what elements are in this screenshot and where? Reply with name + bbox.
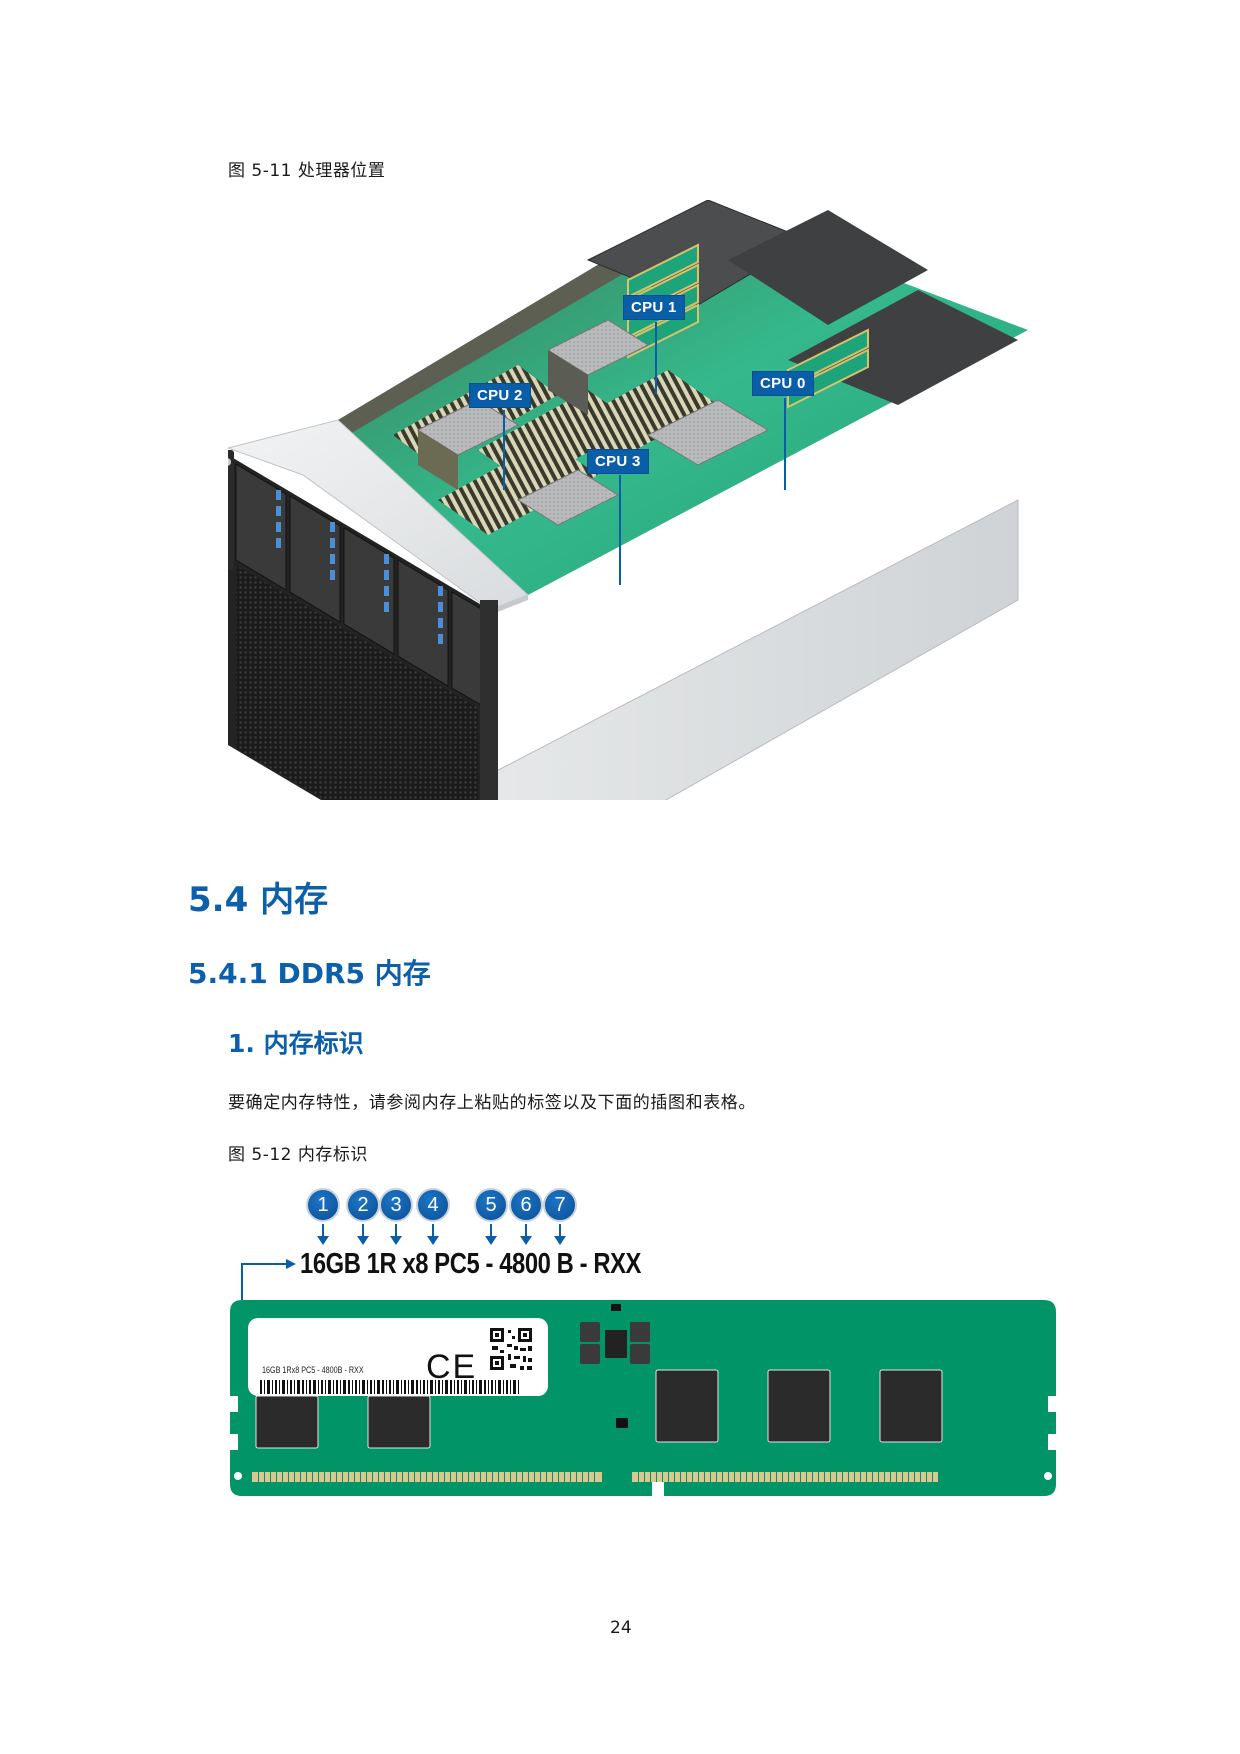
cpu2-leader-line xyxy=(503,410,505,490)
ddr5-dimm-module xyxy=(230,1300,1056,1496)
callout-3: 3 xyxy=(379,1188,413,1222)
callout-7: 7 xyxy=(543,1188,577,1222)
server-chassis-illustration xyxy=(220,199,1028,910)
ce-mark: CE xyxy=(426,1348,478,1386)
intro-paragraph: 要确定内存特性，请参阅内存上粘贴的标签以及下面的插图和表格。 xyxy=(228,1093,756,1113)
dimm-sticker xyxy=(248,1318,548,1396)
cpu2-label: CPU 2 xyxy=(470,384,530,407)
cpu3-label: CPU 3 xyxy=(588,450,648,473)
cpu1-label: CPU 1 xyxy=(624,296,684,319)
callout-6: 6 xyxy=(509,1188,543,1222)
section-heading-5-4-1: 5.4.1 DDR5 内存 xyxy=(188,957,431,990)
callout-3-arrow xyxy=(390,1224,402,1245)
callout-5-arrow xyxy=(485,1224,497,1245)
subsection-heading-memory-id: 1. 内存标识 xyxy=(228,1029,364,1058)
page-number: 24 xyxy=(610,1618,632,1638)
front-ear-left xyxy=(220,450,234,570)
section-heading-5-4: 5.4 内存 xyxy=(188,880,329,920)
callout-4: 4 xyxy=(416,1188,450,1222)
cpu0-label: CPU 0 xyxy=(753,372,813,395)
qr-code xyxy=(490,1328,532,1370)
figure-caption-5-12: 图 5-12 内存标识 xyxy=(228,1145,368,1165)
figure-caption-5-11: 图 5-11 处理器位置 xyxy=(228,161,386,181)
cpu3-leader-line xyxy=(619,475,621,585)
callout-6-arrow xyxy=(520,1224,532,1245)
cpu1-leader-line xyxy=(655,322,657,394)
callout-7-arrow xyxy=(554,1224,566,1245)
callout-2-arrow xyxy=(357,1224,369,1245)
callout-5: 5 xyxy=(474,1188,508,1222)
sticker-label-text: 16GB 1Rx8 PC5 - 4800B - RXX xyxy=(262,1365,364,1375)
callout-1-arrow xyxy=(317,1224,329,1245)
dimm-label-string: 16GB 1R x8 PC5 - 4800 B - RXX xyxy=(300,1248,642,1280)
server-processor-location-figure: CPU 1 CPU 2 CPU 0 CPU 3 xyxy=(220,199,1058,910)
cpu0-leader-line xyxy=(784,398,786,490)
callout-4-arrow xyxy=(427,1224,439,1245)
dimm-label-figure: 1 2 3 4 5 6 7 16GB 1R x8 PC5 - 4800 B - … xyxy=(228,1180,1058,1500)
callout-1: 1 xyxy=(306,1188,340,1222)
